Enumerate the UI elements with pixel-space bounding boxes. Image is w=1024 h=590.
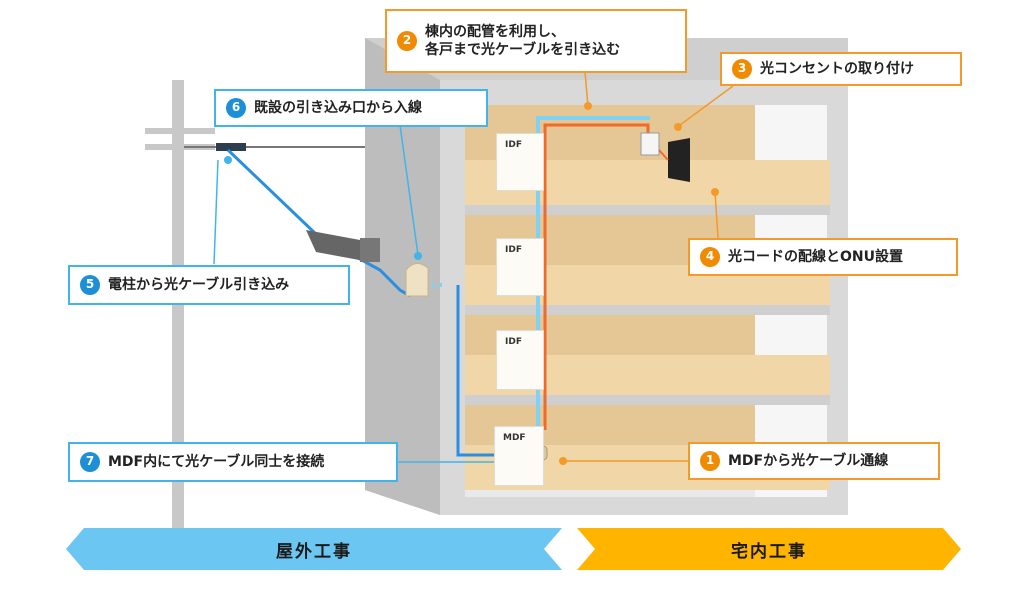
pole-crossarm-top — [145, 128, 215, 134]
cable-clamps — [306, 230, 370, 262]
step-7-text: MDF内にて光ケーブル同士を接続 — [108, 453, 325, 470]
onu-device — [668, 138, 690, 182]
outdoor-work-arrow: 屋外工事 — [66, 528, 562, 570]
riser-cable-blue — [536, 116, 650, 430]
callout-step-4: 4 光コードの配線とONU設置 — [688, 238, 958, 276]
step-7-badge: 7 — [80, 452, 100, 472]
callout-step-1: 1 MDFから光ケーブル通線 — [688, 442, 940, 480]
step-1-badge: 1 — [700, 451, 720, 471]
callout-step-6: 6 既設の引き込み口から入線 — [214, 89, 488, 127]
mdf-box: MDF — [494, 426, 544, 486]
step-3-text: 光コンセントの取り付け — [760, 60, 914, 77]
step-2-line-1: 棟内の配管を利用し、 — [425, 23, 565, 40]
step-2-text: 棟内の配管を利用し、 各戸まで光ケーブルを引き込む — [425, 23, 620, 59]
step-6-badge: 6 — [226, 98, 246, 118]
callout-step-2: 2 棟内の配管を利用し、 各戸まで光ケーブルを引き込む — [385, 9, 687, 73]
step-4-badge: 4 — [700, 247, 720, 267]
optical-outlet — [640, 132, 660, 156]
indoor-work-arrow: 宅内工事 — [577, 528, 961, 570]
pole-crossarm-bottom — [145, 144, 215, 150]
step-6-text: 既設の引き込み口から入線 — [254, 99, 422, 116]
building-side-wall — [365, 38, 440, 515]
step-1-text: MDFから光ケーブル通線 — [728, 452, 889, 469]
step-3-badge: 3 — [732, 59, 752, 79]
step-2-badge: 2 — [397, 31, 417, 51]
idf-box-lower: IDF — [496, 330, 544, 390]
callout-step-5: 5 電柱から光ケーブル引き込み — [68, 265, 350, 305]
step-5-text: 電柱から光ケーブル引き込み — [108, 276, 290, 293]
idf-box-middle: IDF — [496, 238, 544, 296]
drop-cable — [226, 148, 411, 298]
callout-step-7: 7 MDF内にて光ケーブル同士を接続 — [68, 442, 398, 482]
callout-step-3: 3 光コンセントの取り付け — [720, 52, 962, 86]
step-2-line-2: 各戸まで光ケーブルを引き込む — [425, 42, 621, 58]
idf-box-top: IDF — [496, 133, 544, 191]
pole-closure — [216, 143, 246, 151]
step-4-text: 光コードの配線とONU設置 — [728, 248, 903, 265]
optical-cord — [658, 149, 669, 161]
step-5-badge: 5 — [80, 275, 100, 295]
utility-pole — [172, 80, 184, 530]
lead-in-port — [405, 263, 429, 297]
wall-bracket — [360, 238, 380, 262]
